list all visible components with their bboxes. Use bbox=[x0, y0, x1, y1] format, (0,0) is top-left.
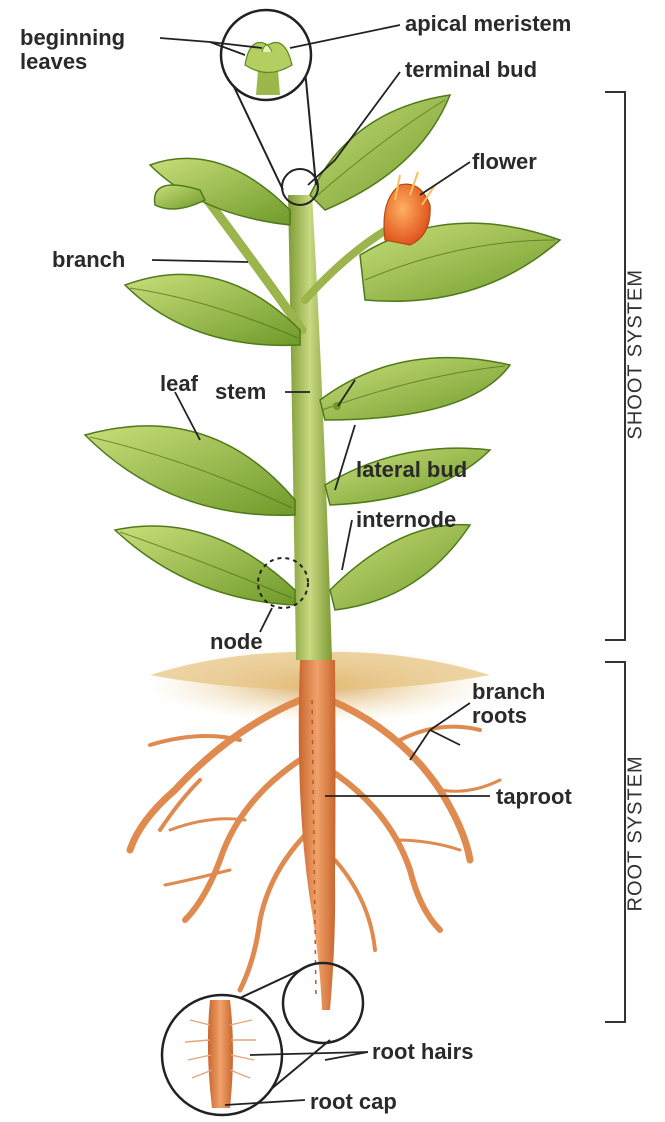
label-taproot: taproot bbox=[496, 785, 572, 809]
leaf-branch-left bbox=[155, 185, 205, 209]
label-branch-roots: branch roots bbox=[472, 680, 545, 728]
label-leaf: leaf bbox=[160, 372, 198, 396]
label-flower: flower bbox=[472, 150, 537, 174]
label-root-cap: root cap bbox=[310, 1090, 397, 1114]
label-node: node bbox=[210, 630, 263, 654]
system-brackets bbox=[605, 92, 625, 1022]
label-lateral-bud: lateral bud bbox=[356, 458, 467, 482]
label-root-system: ROOT SYSTEM bbox=[625, 772, 648, 912]
label-terminal-bud: terminal bud bbox=[405, 58, 537, 82]
leaf-left-big bbox=[85, 426, 295, 515]
label-apical-meristem: apical meristem bbox=[405, 12, 571, 36]
label-root-hairs: root hairs bbox=[372, 1040, 473, 1064]
taproot-shape bbox=[299, 660, 336, 1010]
label-internode: internode bbox=[356, 508, 456, 532]
label-beginning-leaves-text: beginning leaves bbox=[20, 26, 125, 74]
label-shoot-system: SHOOT SYSTEM bbox=[625, 300, 648, 440]
label-stem: stem bbox=[215, 380, 266, 404]
leaf-right-bottom bbox=[330, 525, 470, 610]
leaf-left-low bbox=[115, 526, 295, 605]
label-branch: branch bbox=[52, 248, 125, 272]
